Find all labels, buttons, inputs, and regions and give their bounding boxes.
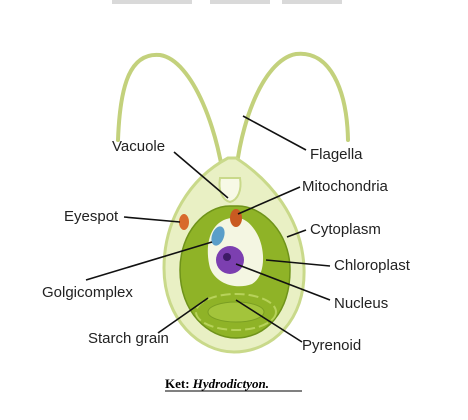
- label-nucleus: Nucleus: [334, 295, 388, 312]
- cropped-heading-remnant: [112, 0, 342, 4]
- mitochondria: [230, 209, 242, 227]
- nucleus: [216, 246, 244, 274]
- label-golgicomplex: Golgicomplex: [42, 284, 133, 301]
- label-eyespot: Eyespot: [64, 208, 119, 225]
- golgi-complex: [211, 226, 225, 246]
- nucleolus: [223, 253, 231, 261]
- figure-caption: Ket: Hydrodictyon.: [165, 376, 269, 391]
- label-vacuole: Vacuole: [112, 138, 165, 155]
- label-mitochondria: Mitochondria: [302, 178, 389, 195]
- eyespot: [179, 214, 189, 230]
- label-flagella: Flagella: [310, 146, 363, 163]
- label-chloroplast: Chloroplast: [334, 257, 411, 274]
- leader-lines: [85, 115, 331, 343]
- caption-name: Hydrodictyon.: [192, 376, 269, 391]
- flagella: [116, 51, 350, 200]
- label-starch-grain: Starch grain: [88, 330, 169, 347]
- pyrenoid-ring: [195, 293, 277, 331]
- label-pyrenoid: Pyrenoid: [302, 337, 361, 354]
- label-cytoplasm: Cytoplasm: [310, 221, 381, 238]
- pyrenoid: [207, 301, 265, 323]
- caption-prefix: Ket:: [165, 376, 193, 391]
